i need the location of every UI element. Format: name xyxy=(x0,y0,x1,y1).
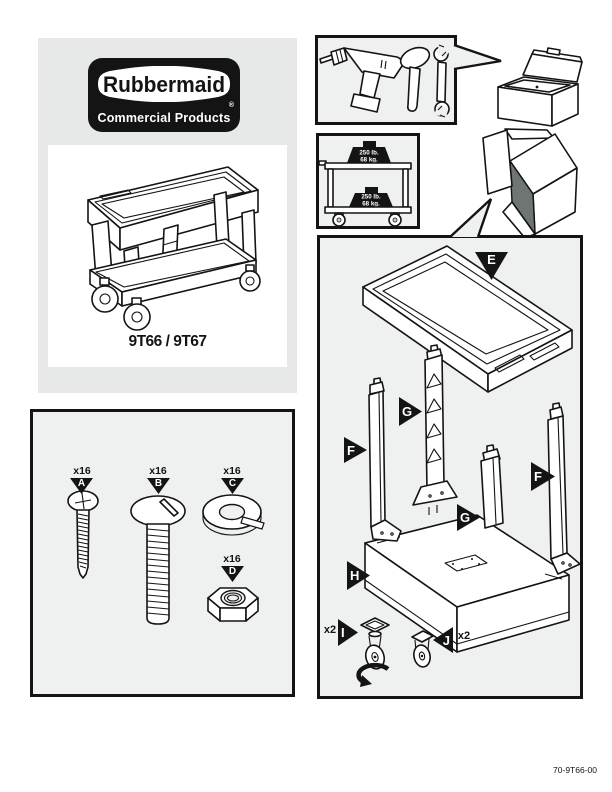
utility-cart-line-art xyxy=(87,166,261,331)
weight-top-icon: 250 lb. 68 kg. xyxy=(347,141,391,164)
nut-d-qty: x16 xyxy=(223,553,241,565)
hex-nut-icon xyxy=(207,587,259,622)
leg-f-left-drawing xyxy=(368,377,402,542)
capacity-top-lb: 250 lb. xyxy=(359,150,379,157)
callout-letter: A xyxy=(77,478,86,489)
capacity-top-kg: 68 kg. xyxy=(360,157,378,164)
rigid-caster-qty: x2 xyxy=(457,630,471,642)
center-post-g-drawing xyxy=(412,344,458,515)
drill-icon xyxy=(319,47,403,113)
leg-front-drawing xyxy=(480,444,504,529)
capacity-bottom-lb: 250 lb. xyxy=(361,194,381,201)
weight-bottom-icon: 250 lb. 68 kg. xyxy=(349,187,393,208)
base-tray-h-drawing xyxy=(364,514,570,653)
logo-division: Commercial Products xyxy=(97,111,231,125)
brand-panel: Rubbermaid ® Commercial Products xyxy=(38,38,297,393)
phillips-screw-icon xyxy=(67,490,99,579)
rotation-arrow-icon xyxy=(356,662,390,687)
hardware-parts-panel: x16 A x16 B x16 C x16 D xyxy=(30,409,295,697)
hardware-parts-drawing xyxy=(67,490,265,625)
load-capacity-panel: 250 lb. 68 kg. 250 lb. 68 kg. xyxy=(316,133,420,229)
assembly-diagram-panel: E G F F G H x2 I J x2 xyxy=(317,235,583,699)
callout-letter: B xyxy=(154,478,163,489)
callout-letter: J xyxy=(442,632,450,648)
screw-a-qty: x16 xyxy=(73,465,91,477)
exploded-assembly-drawing xyxy=(356,245,580,687)
callout-letter: F xyxy=(347,442,355,458)
swivel-caster-drawing xyxy=(360,617,390,670)
callout-letter: F xyxy=(534,469,542,484)
leg-f-right-drawing xyxy=(547,402,580,575)
mallet-icon xyxy=(399,46,431,112)
product-illustration-box: 9T66 / 9T67 xyxy=(48,145,287,367)
registered-mark: ® xyxy=(228,102,234,109)
logo-emblem: Rubbermaid xyxy=(98,66,230,102)
model-numbers-label: 9T66 / 9T67 xyxy=(128,333,207,350)
capacity-bottom-kg: 68 kg. xyxy=(362,201,380,208)
callout-letter: I xyxy=(341,625,345,640)
lock-washer-icon xyxy=(202,494,265,536)
truss-bolt-icon xyxy=(130,495,186,625)
required-tools-panel xyxy=(315,35,457,125)
tools-illustration xyxy=(319,44,451,118)
capacity-cart-icon: 250 lb. 68 kg. 250 lb. 68 kg. xyxy=(319,141,412,226)
document-number: 70-9T66-00 xyxy=(553,765,597,775)
callout-letter: G xyxy=(460,510,471,525)
carton-box-icon xyxy=(482,128,578,238)
washer-c-qty: x16 xyxy=(223,465,241,477)
bolt-b-qty: x16 xyxy=(149,465,167,477)
wrench-icon xyxy=(433,44,451,118)
callout-letter: G xyxy=(402,404,413,419)
callout-letter: D xyxy=(228,566,237,577)
swivel-caster-qty: x2 xyxy=(323,624,337,636)
rubbermaid-logo: Rubbermaid ® Commercial Products xyxy=(88,58,240,132)
toolbox-icon xyxy=(497,47,583,127)
callout-letter: E xyxy=(487,252,496,267)
tray-e-drawing xyxy=(362,245,573,393)
callout-letter: C xyxy=(228,478,237,489)
callout-letter: H xyxy=(350,568,360,583)
logo-wordmark: Rubbermaid xyxy=(103,72,225,97)
rigid-caster-drawing xyxy=(411,630,434,668)
